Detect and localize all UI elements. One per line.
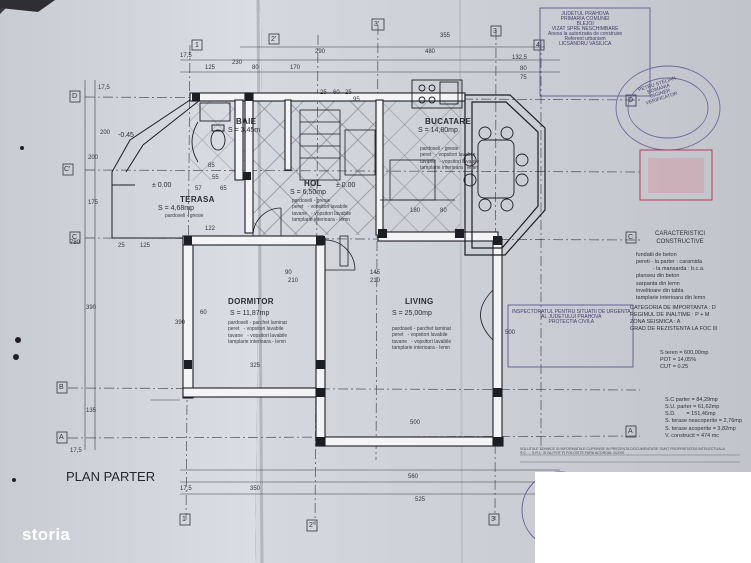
axis-label-a: A [59, 434, 64, 441]
dim-top-2: 125 [205, 65, 216, 71]
dim-int-13: 500 [410, 420, 421, 426]
room-finish-living: pardoseli - parchet laminat peret - vops… [392, 326, 452, 351]
dim-bottom-2: 350 [250, 486, 261, 492]
dim-int-5: 122 [205, 226, 216, 232]
dim-int-7: 125 [140, 243, 151, 249]
room-area-baie: S = 3,45m [228, 127, 261, 134]
dim-left-3: 200 [88, 155, 99, 161]
dim-left-7: 135 [86, 408, 97, 414]
axis-label-1-bottom: 1 [182, 516, 186, 523]
dim-int-10: 145 [370, 270, 381, 276]
side-category: CATEGORIA DE IMPORTANTA : D REGIMUL DE I… [630, 305, 718, 333]
dim-int-18: 390 [175, 320, 186, 326]
dim-int-16: 60 [200, 310, 207, 316]
axis-label-4: 4 [536, 42, 540, 49]
axis-label-3-prime: 3' [374, 21, 380, 28]
side-lot: S teren = 600,00mp POT = 14,05% CUT = 0.… [660, 350, 709, 371]
dim-bottom-3: 560 [408, 474, 419, 480]
side-construction: fundatii de beton pereti - la parter : c… [636, 252, 706, 301]
dim-top-8: 480 [425, 49, 436, 55]
room-area-terasa: S = 4,68mp [158, 205, 194, 212]
axis-label-c-prime: C' [64, 166, 71, 173]
level-mark-terrace: ± 0.00 [152, 182, 172, 189]
stamp-primaria: JUDETUL PRAHOVA PRIMARIA COMUNEI BLEJOI … [548, 11, 623, 47]
room-finish-bucatare: pardoseli - gresie peret - vopsitori lav… [420, 146, 480, 171]
axis-label-c-right: C [628, 234, 634, 241]
dim-top-5: 170 [290, 65, 301, 71]
room-area-hol: S = 6,50mp [290, 189, 326, 196]
room-name-bucatare: BUCATARE [425, 117, 472, 126]
axis-label-b: B [59, 384, 64, 391]
axis-label-3: 3 [493, 28, 497, 35]
room-name-dormitor: DORMITOR [228, 297, 274, 306]
storia-logo: storia [22, 525, 71, 544]
dim-top-14: 25 [345, 90, 352, 96]
axis-label-2-bottom: 2' [309, 522, 315, 529]
dim-bottom-1: 17,5 [180, 486, 192, 492]
room-area-bucatare: S = 14,80mp [418, 127, 458, 134]
room-area-living: S = 25,00mp [392, 310, 432, 317]
dim-int-4: 65 [220, 186, 227, 192]
dim-int-17: 500 [505, 330, 516, 336]
dim-top-6: 290 [315, 49, 326, 55]
axis-label-d-right: D [628, 97, 634, 104]
room-finish-hol: pardoseli - gresie peret - vopsitori lav… [292, 198, 352, 223]
dim-top-12: 25 [320, 90, 327, 96]
dim-int-15: 80 [440, 208, 447, 214]
dim-top-3: 230 [232, 60, 243, 66]
room-name-living: LIVING [405, 297, 434, 306]
dim-left-8: 17,5 [70, 448, 82, 454]
room-name-terasa: TERASA [180, 195, 215, 204]
dim-top-4: 80 [252, 65, 259, 71]
stamp-civil-protection: INSPECTORATUL PENTRU SITUATII DE URGENTA… [512, 309, 631, 325]
axis-label-3-bottom: 3 [491, 516, 495, 523]
room-name-baie: BAIE [236, 117, 257, 126]
room-name-hol: HOL [304, 179, 322, 188]
dim-int-14: 180 [410, 208, 421, 214]
dim-top-11: 75 [520, 75, 527, 81]
dim-top-9: 132,5 [512, 55, 528, 61]
axis-label-a-right: A [628, 428, 633, 435]
footer-note: SOLUTIILE TEHNICE SI INFORMATIILE CUPRIN… [520, 447, 725, 455]
dim-left-6: 390 [86, 305, 97, 311]
axis-label-d: D [72, 93, 78, 100]
dim-left-5: 780 [70, 240, 81, 246]
dim-top-1: 17,5 [180, 53, 192, 59]
blank-patch [535, 472, 751, 563]
dim-top-7: 355 [440, 33, 451, 39]
dim-bottom-4: 525 [415, 497, 426, 503]
dim-left-4: 175 [88, 200, 99, 206]
level-mark-outside: -0.45 [118, 132, 134, 139]
room-finish-dormitor: pardoseli - parchet laminat peret - vops… [228, 320, 288, 345]
dim-top-10: 80 [520, 66, 527, 72]
side-heading: CARACTERISTICI CONSTRUCTIVE [655, 231, 706, 245]
axis-label-1: 1 [195, 42, 199, 49]
dim-top-13: 60 [333, 90, 340, 96]
dim-int-1: 85 [208, 163, 215, 169]
side-areas: S.C parter = 84,29mp S.U. parter = 61,62… [665, 397, 742, 439]
dim-int-6: 25 [118, 243, 125, 249]
room-area-dormitor: S = 11,87mp [230, 310, 270, 317]
plan-title: PLAN PARTER [66, 469, 156, 484]
dim-left-1: 17,5 [98, 85, 110, 91]
room-finish-terasa: pardoseli - gresie [165, 213, 204, 219]
dim-int-11: 210 [370, 278, 381, 284]
axis-label-c: C [72, 234, 78, 241]
dim-left-2: 200 [100, 130, 111, 136]
dim-int-9: 210 [288, 278, 299, 284]
dim-int-8: 90 [285, 270, 292, 276]
dim-int-3: 57 [195, 186, 202, 192]
dim-int-12: 325 [250, 363, 261, 369]
dim-int-2: 55 [212, 175, 219, 181]
dim-top-15: 95 [353, 97, 360, 103]
level-mark-hol: ± 0.00 [336, 182, 356, 189]
axis-label-2-prime: 2' [271, 36, 277, 43]
